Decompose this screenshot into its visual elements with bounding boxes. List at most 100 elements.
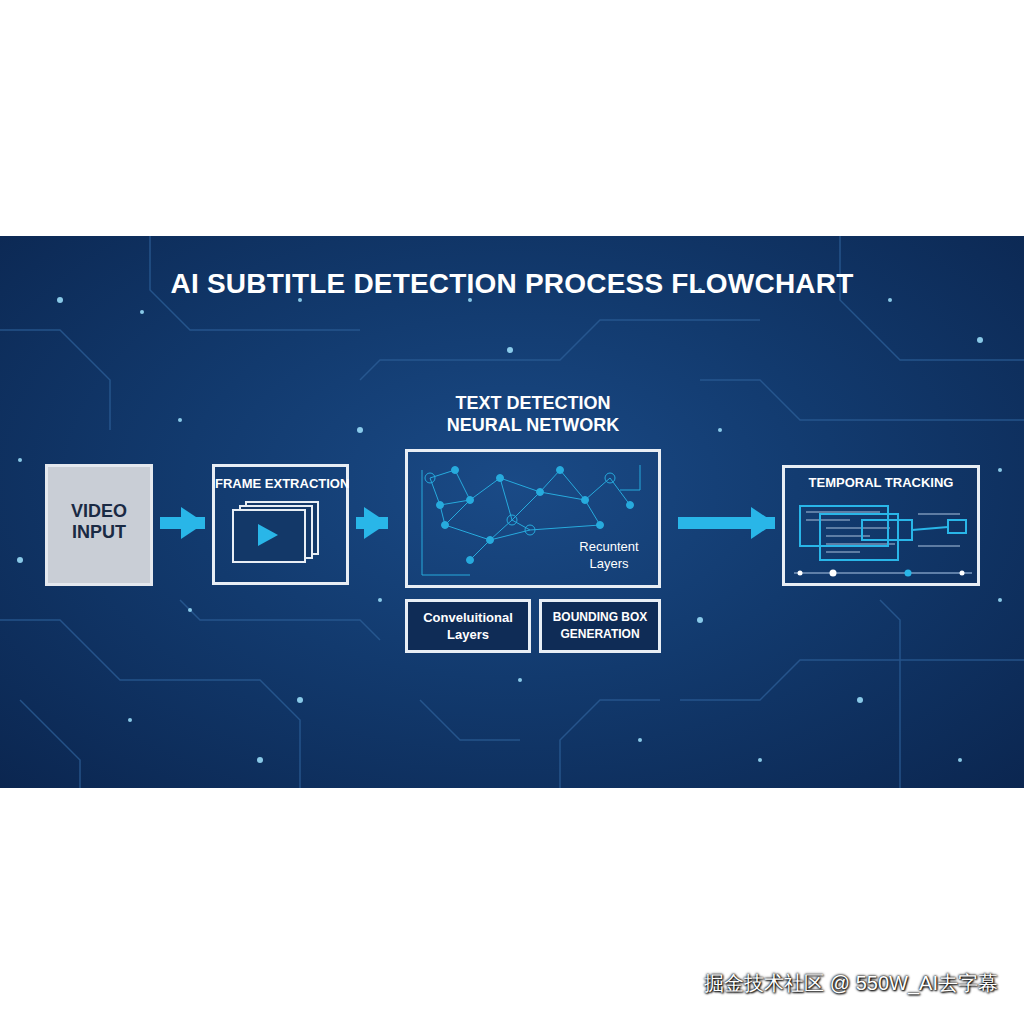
- tracking-box: [862, 520, 912, 540]
- glow-dot: [998, 468, 1002, 472]
- text-line: [918, 513, 960, 515]
- network-neuron: [467, 557, 474, 564]
- glow-dot: [888, 298, 892, 302]
- network-link: [440, 500, 470, 505]
- frame-stack: [233, 502, 318, 562]
- network-neuron: [597, 522, 604, 529]
- glow-dot: [17, 557, 23, 563]
- text-line: [826, 551, 860, 553]
- glow-dot: [128, 718, 132, 722]
- glow-dot: [697, 617, 703, 623]
- network-neuron: [582, 497, 589, 504]
- network-link: [540, 492, 585, 500]
- circuit-trace: [680, 660, 1024, 700]
- text-line: [826, 535, 870, 537]
- glow-dot: [178, 418, 182, 422]
- network-link: [585, 500, 600, 525]
- timeline-dot: [960, 571, 965, 576]
- circuit-trace: [880, 600, 900, 788]
- process-box: FRAME EXTRACTION: [212, 464, 349, 585]
- timeline-dot: [798, 571, 803, 576]
- network-box: TEXT DETECTION NEURAL NETWORK Recuntent L…: [395, 392, 671, 588]
- glow-dot: [758, 758, 762, 762]
- circuit-trace: [420, 700, 520, 740]
- circuit-trace: [840, 236, 1024, 360]
- glow-dot: [18, 458, 22, 462]
- circuit-traces: [0, 236, 1024, 788]
- circuit-trace: [700, 380, 1024, 420]
- glow-dot: [638, 738, 642, 742]
- network-link: [530, 525, 600, 530]
- circuit-trace: [180, 600, 380, 640]
- network-neuron: [437, 502, 444, 509]
- circuit-trace: [360, 320, 760, 380]
- network-link: [512, 492, 540, 520]
- node-sublabel: Recuntent Layers: [569, 538, 649, 572]
- network-link: [445, 525, 490, 540]
- circuit-trace: [20, 700, 80, 788]
- text-line: [806, 511, 880, 513]
- network-neuron: [442, 522, 449, 529]
- text-line: [918, 545, 960, 547]
- network-neuron: [487, 537, 494, 544]
- tracking-link: [912, 527, 948, 530]
- network-neuron: [425, 473, 435, 483]
- network-trace: [422, 470, 470, 575]
- network-link: [455, 470, 470, 500]
- network-link: [500, 478, 540, 492]
- network-link: [500, 478, 512, 520]
- glow-dot: [357, 427, 363, 433]
- glow-dot: [857, 697, 863, 703]
- flow-arrow: [678, 517, 775, 529]
- timeline-dot: [830, 570, 837, 577]
- glow-dot: [718, 428, 722, 432]
- network-link: [490, 520, 512, 540]
- tracking-boxes: [800, 506, 966, 560]
- layer-box: Conveluitional Layers: [405, 599, 531, 653]
- flow-arrow: [356, 517, 388, 529]
- network-neuron: [525, 525, 535, 535]
- network-link: [470, 540, 490, 560]
- glow-dot: [518, 678, 522, 682]
- text-line: [826, 527, 890, 529]
- layer-box: BOUNDING BOX GENERATION: [539, 599, 661, 653]
- network-link: [540, 470, 560, 492]
- glow-dot: [958, 758, 962, 762]
- glow-dot: [378, 598, 382, 602]
- network-neuron: [497, 475, 504, 482]
- circuit-trace: [560, 700, 660, 788]
- glow-dots: [17, 288, 1002, 763]
- node-label: FRAME EXTRACTION: [215, 476, 346, 491]
- text-line: [826, 543, 895, 545]
- network-trace: [620, 465, 640, 490]
- network-neuron: [557, 467, 564, 474]
- flow-arrow: [160, 517, 205, 529]
- network-link: [560, 470, 585, 500]
- glow-dot: [297, 697, 303, 703]
- glow-dot: [998, 598, 1002, 602]
- diagram-title: AI SUBTITLE DETECTION PROCESS FLOWCHART: [0, 268, 1024, 300]
- input-box: VIDEO INPUT: [45, 464, 153, 586]
- network-neuron: [605, 473, 615, 483]
- node-label: TEMPORAL TRACKING: [785, 475, 977, 490]
- timeline: [794, 572, 972, 574]
- network-neuron: [507, 515, 517, 525]
- network-neuron: [627, 502, 634, 509]
- node-label: TEXT DETECTION NEURAL NETWORK: [433, 392, 633, 436]
- node-label: Conveluitional Layers: [412, 609, 524, 643]
- circuit-trace: [0, 330, 110, 430]
- node-label: BOUNDING BOX GENERATION: [546, 609, 654, 643]
- tracking-box: [948, 520, 966, 533]
- glow-dot: [507, 347, 513, 353]
- network-neuron: [452, 467, 459, 474]
- play-triangle: [258, 524, 278, 546]
- glow-dot: [257, 757, 263, 763]
- network-link: [470, 478, 500, 500]
- timeline-dot: [905, 570, 912, 577]
- node-label: VIDEO INPUT: [48, 501, 150, 543]
- watermark: 掘金技术社区 @ 550W_AI去字幕: [704, 970, 998, 997]
- frame-rect: [233, 510, 305, 562]
